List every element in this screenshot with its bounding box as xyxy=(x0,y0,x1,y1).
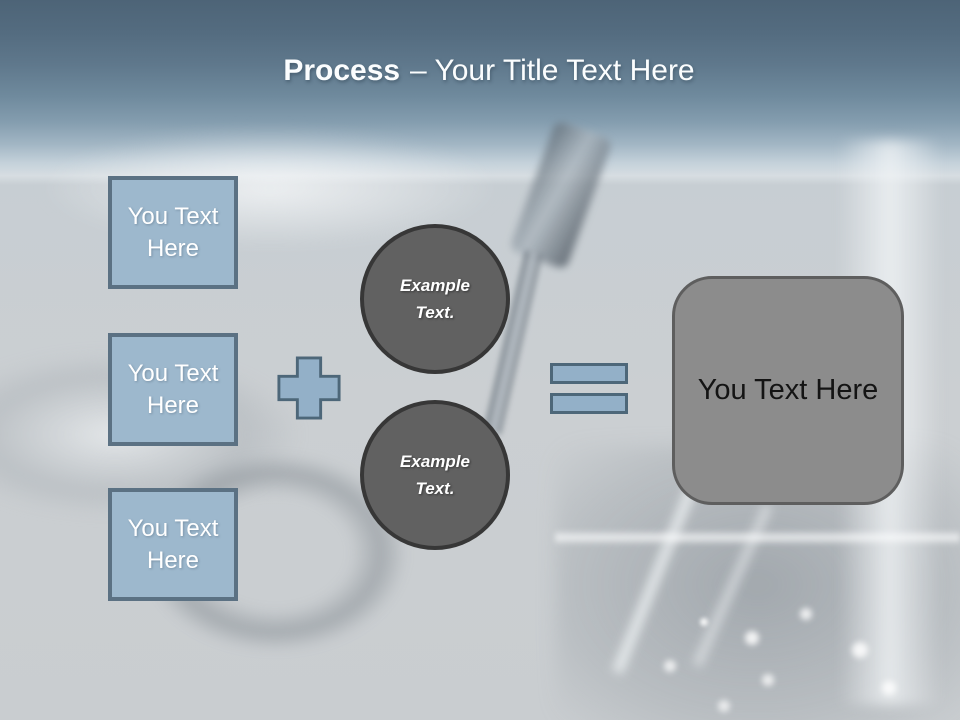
circle-label: Example Text. xyxy=(400,451,470,498)
example-circle-2[interactable]: Example Text. xyxy=(360,400,510,550)
equals-icon[interactable] xyxy=(550,363,628,414)
example-circle-1[interactable]: Example Text. xyxy=(360,224,510,374)
result-box-label: You Text Here xyxy=(697,374,879,406)
title-placeholder-text: – Your Title Text Here xyxy=(410,54,695,87)
bg-shape-highlight xyxy=(555,530,960,545)
circle-label: Example Text. xyxy=(400,275,470,322)
equals-bar-top xyxy=(550,363,628,384)
bg-shape-sparkles xyxy=(700,618,708,626)
title-keyword: Process xyxy=(283,54,401,87)
equals-bar-bottom xyxy=(550,393,628,414)
plus-icon[interactable] xyxy=(276,355,342,421)
plus-icon-shape xyxy=(277,356,341,420)
input-box-label: You Text Here xyxy=(127,359,219,419)
process-input-box-2[interactable]: You Text Here xyxy=(108,333,238,446)
result-box[interactable]: You Text Here xyxy=(672,276,904,505)
input-box-label: You Text Here xyxy=(127,202,219,262)
process-input-box-3[interactable]: You Text Here xyxy=(108,488,238,601)
slide-title[interactable]: Process – Your Title Text Here xyxy=(0,54,960,88)
process-input-box-1[interactable]: You Text Here xyxy=(108,176,238,289)
input-box-label: You Text Here xyxy=(127,514,219,574)
